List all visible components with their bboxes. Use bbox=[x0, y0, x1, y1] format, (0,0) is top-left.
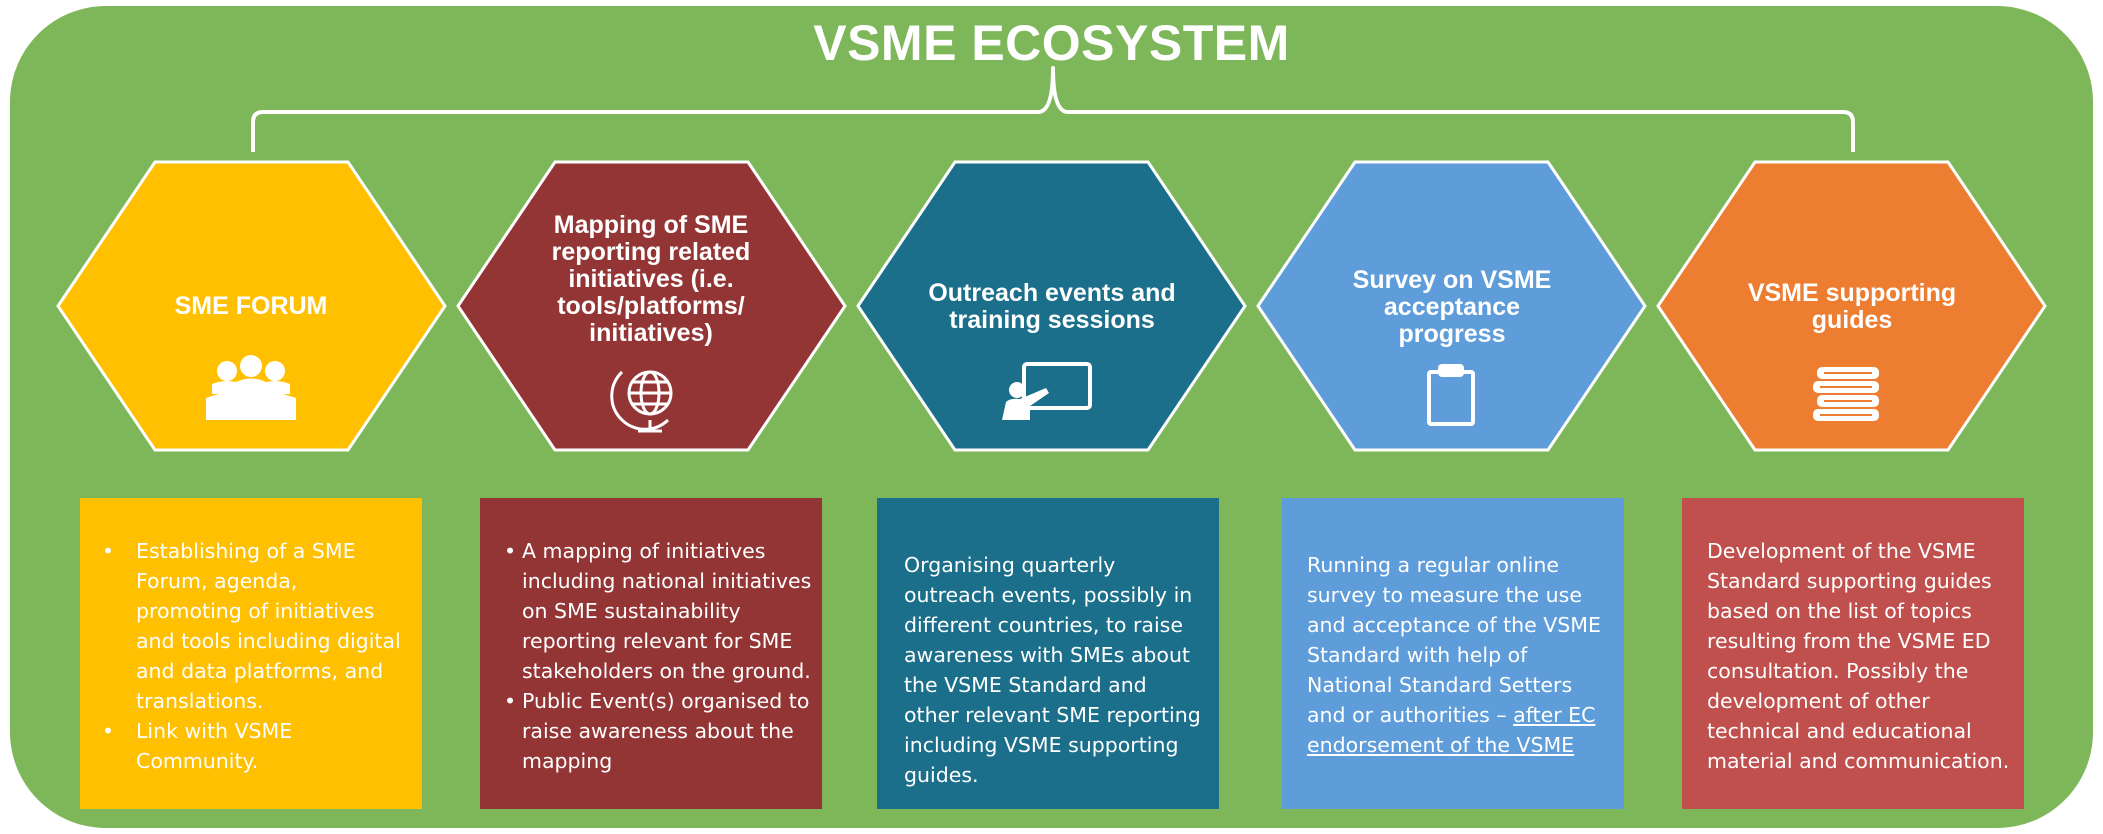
clipboard-icon bbox=[1427, 364, 1475, 426]
bullet-list: • A mapping of initiatives including nat… bbox=[504, 536, 812, 776]
description-box-survey: Running a regular online survey to measu… bbox=[1282, 498, 1624, 809]
pillar-title: Survey on VSME acceptance progress bbox=[1352, 265, 1552, 348]
globe-icon bbox=[610, 370, 673, 433]
diagram-title: VSME ECOSYSTEM bbox=[813, 15, 1290, 71]
underlined-note: after EC endorsement of the VSME bbox=[1307, 703, 1596, 757]
hexagon-title-sme-forum: SME FORUM bbox=[95, 280, 407, 332]
description-text: Running a regular online survey to measu… bbox=[1307, 553, 1601, 757]
pillar-title: SME FORUM bbox=[174, 291, 328, 320]
books-icon bbox=[1811, 365, 1881, 423]
hexagon-outreach bbox=[856, 160, 1247, 452]
hexagon-title-guides: VSME supporting guides bbox=[1728, 274, 1976, 340]
description-box-outreach: Organising quarterly outreach events, po… bbox=[877, 498, 1219, 809]
hexagon-title-mapping: Mapping of SME reporting related initiat… bbox=[520, 200, 782, 358]
description-box-mapping: • A mapping of initiatives including nat… bbox=[480, 498, 822, 809]
description-box-sme-forum: • Establishing of a SME Forum, agenda, p… bbox=[80, 498, 422, 809]
hexagon-guides bbox=[1656, 160, 2047, 452]
description-box-guides: Development of the VSME Standard support… bbox=[1682, 498, 2024, 809]
description-text: Development of the VSME Standard support… bbox=[1707, 539, 2010, 773]
bracket-connector bbox=[251, 66, 1855, 152]
bullet-list: • Establishing of a SME Forum, agenda, p… bbox=[102, 536, 408, 776]
presentation-icon bbox=[1002, 362, 1092, 420]
list-item: • Establishing of a SME Forum, agenda, p… bbox=[102, 539, 401, 713]
hexagon-survey bbox=[1256, 160, 1647, 452]
hexagon-title-outreach: Outreach events and training sessions bbox=[928, 258, 1176, 356]
hexagon-title-survey: Survey on VSME acceptance progress bbox=[1328, 258, 1576, 356]
hexagon-mapping bbox=[456, 160, 847, 452]
hexagon-sme-forum bbox=[56, 160, 447, 452]
pillar-title: Outreach events and training sessions bbox=[928, 279, 1176, 334]
list-item: • Public Event(s) organised to raise awa… bbox=[504, 689, 810, 773]
group-meeting-icon bbox=[206, 355, 296, 420]
pillar-title: Mapping of SME reporting related initiat… bbox=[551, 210, 751, 347]
pillar-title: VSME supporting guides bbox=[1747, 279, 1957, 334]
list-item: • Link with VSME Community. bbox=[102, 719, 293, 773]
description-text: Organising quarterly outreach events, po… bbox=[904, 553, 1201, 787]
list-item: • A mapping of initiatives including nat… bbox=[504, 539, 812, 683]
